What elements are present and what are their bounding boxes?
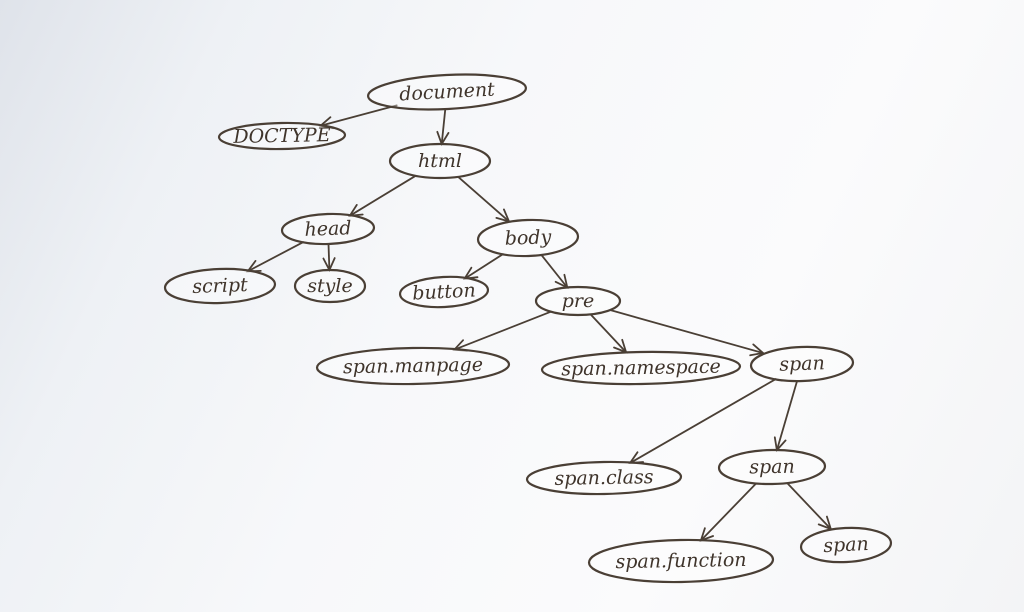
node-script: script: [163, 267, 277, 305]
node-body: body: [476, 218, 580, 258]
edge-pre-to-span_manpage: [453, 310, 552, 351]
edge-head-to-style: [327, 243, 331, 271]
node-ellipse: [293, 268, 367, 304]
edge-pre-to-span_namespace: [589, 313, 627, 353]
node-ellipse: [367, 73, 527, 111]
node-span-function: span.function: [587, 538, 775, 584]
node-ellipse: [587, 538, 775, 584]
node-label: span.manpage: [343, 354, 483, 378]
node-label: pre: [562, 290, 595, 312]
node-label: span.class: [554, 466, 654, 490]
edge-head-to-script: [247, 241, 305, 273]
node-label: document: [399, 78, 496, 105]
edge-body-to-pre: [540, 254, 569, 289]
node-ellipse: [280, 212, 376, 246]
node-label: body: [504, 226, 552, 250]
node-label: span.namespace: [561, 356, 721, 381]
node-label: span: [823, 533, 870, 557]
edge-pre-to-span_1: [609, 309, 764, 354]
node-label: head: [304, 217, 352, 241]
node-pre: pre: [534, 285, 622, 317]
node-label: span: [779, 352, 825, 376]
edge-span_2-to-span_function: [700, 482, 757, 542]
node-label: style: [307, 275, 352, 297]
node-label: button: [412, 279, 476, 304]
node-label: html: [418, 150, 462, 172]
node-doctype: DOCTYPE: [217, 121, 347, 151]
edge-document-to-html: [440, 108, 447, 145]
node-ellipse: [799, 526, 893, 564]
node-label: span.function: [615, 549, 746, 573]
node-ellipse: [476, 218, 580, 258]
node-document: document: [367, 73, 527, 111]
arrowhead-pre-to-span_1: [749, 343, 765, 357]
node-label: span: [749, 456, 795, 479]
node-ellipse: [163, 267, 277, 305]
edges-layer: [245, 104, 833, 542]
node-span-3: span: [799, 526, 893, 564]
node-ellipse: [525, 460, 683, 496]
node-span-class: span.class: [525, 460, 683, 496]
edge-span_1-to-span_2: [776, 380, 798, 451]
node-ellipse: [217, 121, 347, 151]
node-span-1: span: [749, 345, 855, 383]
node-span-namespace: span.namespace: [540, 350, 742, 386]
edge-span_2-to-span_3: [786, 482, 832, 530]
node-style: style: [293, 268, 367, 304]
edge-document-to-doctype: [320, 104, 398, 127]
node-label: DOCTYPE: [232, 124, 331, 148]
edge-body-to-button: [464, 252, 505, 280]
node-ellipse: [534, 285, 622, 317]
node-head: head: [280, 212, 376, 246]
node-span-2: span: [717, 448, 827, 486]
node-span-manpage: span.manpage: [315, 346, 511, 386]
node-html: html: [388, 142, 492, 180]
node-ellipse: [749, 345, 855, 383]
node-ellipse: [398, 275, 490, 309]
edge-span_1-to-span_class: [629, 377, 777, 464]
node-label: script: [192, 274, 248, 298]
node-ellipse: [717, 448, 827, 486]
edge-html-to-body: [457, 176, 510, 223]
arrowhead-html-to-head: [348, 204, 364, 217]
node-ellipse: [315, 346, 511, 386]
node-button: button: [398, 275, 490, 309]
node-ellipse: [540, 350, 742, 386]
node-ellipse: [388, 142, 492, 180]
edge-html-to-head: [349, 175, 417, 217]
